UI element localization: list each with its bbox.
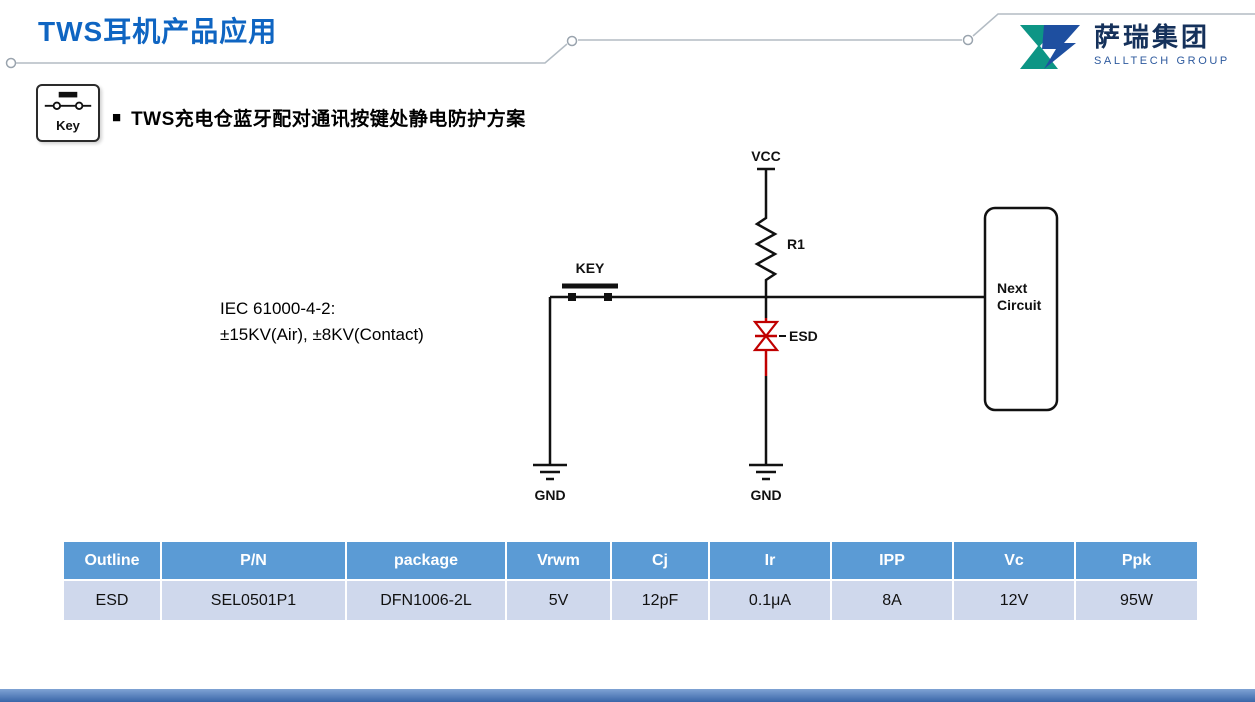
logo-company-subtitle: SALLTECH GROUP <box>1094 55 1230 67</box>
deco-node-middle <box>566 35 578 47</box>
slide-title: TWS耳机产品应用 <box>38 16 278 47</box>
cell-vrwm: 5V <box>505 579 612 622</box>
table-header-vc: Vc <box>952 540 1076 581</box>
cell-vc: 12V <box>952 579 1076 622</box>
company-logo: 萨瑞集团 SALLTECH GROUP <box>1018 22 1230 72</box>
esd-protection-schematic: VCC R1 KEY GND ES <box>533 148 1059 503</box>
resistor-r1-symbol <box>754 169 778 297</box>
bottom-accent-bar <box>0 689 1255 702</box>
logo-company-name: 萨瑞集团 <box>1094 22 1211 52</box>
ground-symbol-left <box>533 463 567 481</box>
section-heading-text: TWS充电仓蓝牙配对通讯按键处静电防护方案 <box>131 109 526 130</box>
table-row: ESD SEL0501P1 DFN1006-2L 5V 12pF 0.1μA 8… <box>62 579 1199 622</box>
gnd-right-label: GND <box>750 487 781 503</box>
table-header-outline: Outline <box>62 540 162 581</box>
salltech-logo-icon <box>1020 25 1080 69</box>
iec-line1: IEC 61000-4-2: <box>220 299 336 318</box>
table-header-row: Outline P/N package Vrwm Cj Ir IPP Vc Pp… <box>62 540 1199 581</box>
square-bullet-icon: ■ <box>112 109 122 126</box>
cell-ir: 0.1μA <box>708 579 832 622</box>
table-header-pn: P/N <box>160 540 347 581</box>
cell-ppk: 95W <box>1074 579 1199 622</box>
esd-label: ESD <box>789 328 818 344</box>
cell-package: DFN1006-2L <box>345 579 507 622</box>
iec-rating-note: IEC 61000-4-2: ±15KV(Air), ±8KV(Contact) <box>220 296 424 348</box>
key-badge-label: Key <box>56 118 80 133</box>
vcc-label: VCC <box>751 148 781 164</box>
next-circuit-box <box>983 206 1059 412</box>
section-heading: ■ TWS充电仓蓝牙配对通讯按键处静电防护方案 <box>112 104 526 131</box>
table-header-ir: Ir <box>708 540 832 581</box>
cell-pn: SEL0501P1 <box>160 579 347 622</box>
deco-node-right <box>962 34 974 46</box>
ground-symbol-right <box>749 463 783 481</box>
table-header-package: package <box>345 540 507 581</box>
next-circuit-label-line2: Circuit <box>997 297 1042 313</box>
table-header-ipp: IPP <box>830 540 954 581</box>
deco-node-left <box>5 57 17 69</box>
gnd-left-label: GND <box>534 487 565 503</box>
cell-cj: 12pF <box>610 579 710 622</box>
push-button-switch-symbol <box>562 283 618 301</box>
table-header-cj: Cj <box>610 540 710 581</box>
iec-line2: ±15KV(Air), ±8KV(Contact) <box>220 325 424 344</box>
r1-label: R1 <box>787 236 805 252</box>
esd-spec-table: Outline P/N package Vrwm Cj Ir IPP Vc Pp… <box>62 540 1199 622</box>
key-label: KEY <box>576 260 605 276</box>
key-badge: Key <box>36 84 100 142</box>
cell-ipp: 8A <box>830 579 954 622</box>
tvs-diode-symbol <box>752 318 780 376</box>
table-header-ppk: Ppk <box>1074 540 1199 581</box>
push-button-icon <box>44 91 92 110</box>
cell-outline: ESD <box>62 579 162 622</box>
logo-text: 萨瑞集团 SALLTECH GROUP <box>1094 22 1230 67</box>
next-circuit-label-line1: Next <box>997 280 1028 296</box>
table-header-vrwm: Vrwm <box>505 540 612 581</box>
